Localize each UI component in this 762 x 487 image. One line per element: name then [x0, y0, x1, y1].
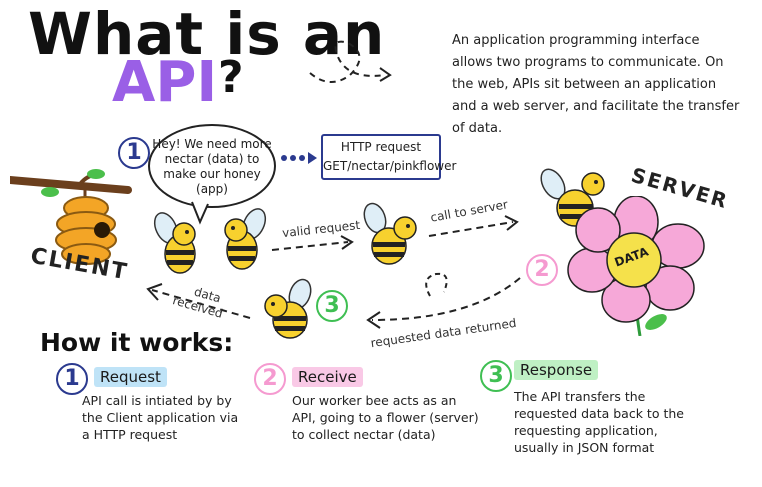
step-two-title: Receive — [292, 367, 363, 387]
title-api: API — [112, 50, 218, 115]
data-received-arrow — [146, 283, 251, 319]
returning-bee-icon — [264, 278, 312, 339]
http-request-box: HTTP request GET/nectar/pinkflower — [321, 134, 457, 180]
step-two-text: Our worker bee acts as an API, going to … — [292, 393, 479, 442]
dotted-arrow — [281, 152, 317, 164]
call-to-server-arrow — [428, 215, 519, 237]
step-one-number: 1 — [56, 363, 88, 395]
valid-request-arrow — [271, 235, 354, 251]
beehive-icon — [10, 169, 132, 265]
step-two-badge: 2 — [526, 254, 558, 286]
step-one-text: API call is intiated by by the Client ap… — [82, 393, 239, 442]
http-request-title: HTTP request — [340, 140, 422, 154]
bee-pair-icon — [153, 208, 267, 274]
intro-text: An application programming interface all… — [452, 33, 740, 136]
step-one-title: Request — [94, 367, 167, 387]
worker-bee-icon — [363, 202, 417, 265]
http-request-path: GET/nectar/pinkflower — [323, 159, 457, 173]
step-three-title: Response — [514, 360, 599, 380]
title-question-mark: ? — [218, 52, 244, 103]
step-two-number: 2 — [254, 363, 286, 395]
speech-bubble: Hey! We need more nectar (data) to make … — [148, 124, 276, 208]
how-it-works-heading: How it works: — [40, 328, 234, 357]
step-three-badge: 3 — [316, 290, 348, 322]
step-three-text: The API transfers the requested data bac… — [514, 389, 684, 455]
speech-bubble-tail — [191, 201, 209, 225]
data-returned-arrow — [366, 272, 521, 329]
dashed-swirl-arrow — [309, 40, 392, 83]
flower-server-icon — [567, 196, 705, 336]
step-three-number: 3 — [480, 360, 512, 392]
step-one-badge: 1 — [118, 137, 150, 169]
page-title: What is an — [28, 0, 386, 68]
